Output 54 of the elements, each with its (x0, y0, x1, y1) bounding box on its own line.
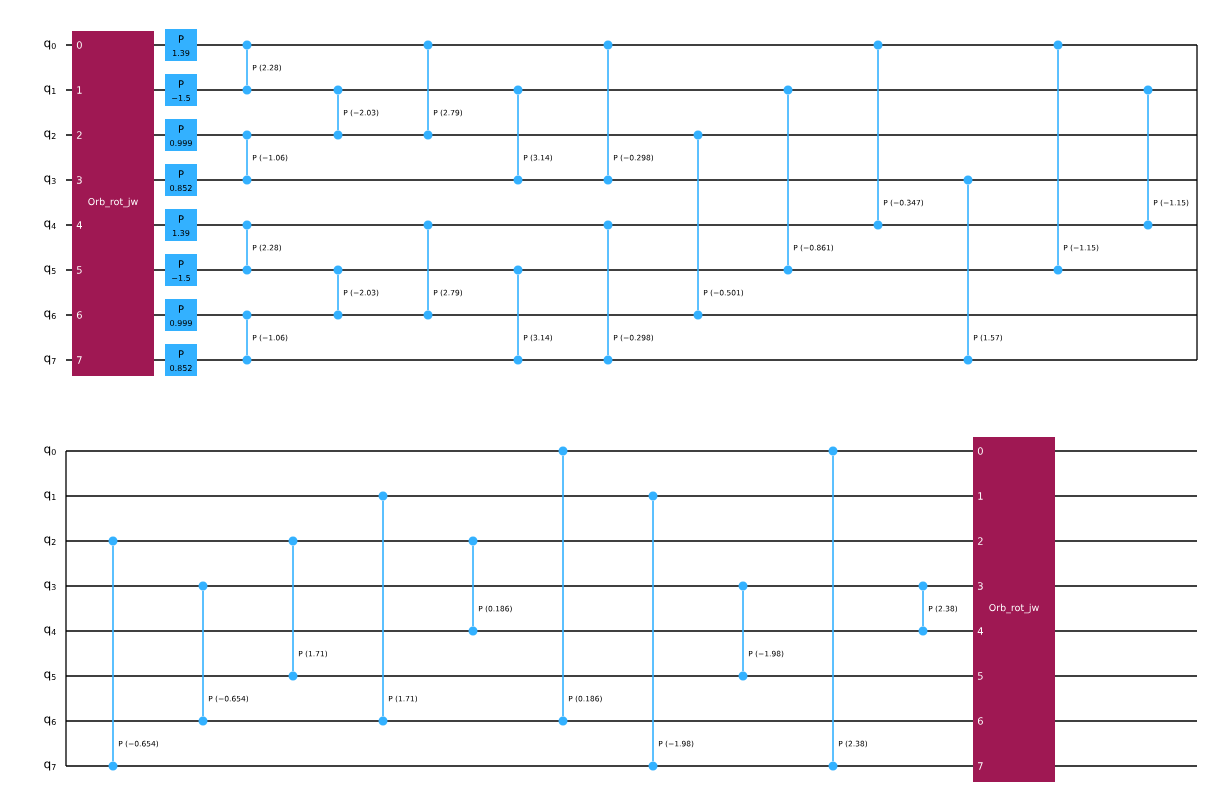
connector-line (517, 273, 519, 357)
connector-line (427, 228, 429, 312)
connector-line (832, 454, 834, 763)
gate-box: P 1.39 (165, 29, 197, 61)
qubit-label: q$_{3}$ (44, 581, 56, 591)
qubit-label: q$_{5}$ (44, 265, 56, 275)
connector-line (1147, 93, 1149, 222)
qubit-label: q$_{2}$ (44, 130, 56, 140)
gate-box: P 0.999 (165, 119, 197, 151)
connector-line (697, 138, 699, 312)
connector-line (246, 228, 248, 267)
connector-line (787, 93, 789, 267)
qubit-label: q$_{0}$ (44, 40, 56, 50)
connector-line (112, 544, 114, 763)
connector-line (517, 93, 519, 177)
connector-line (246, 138, 248, 177)
connector-line (607, 228, 609, 357)
connector-line (337, 93, 339, 132)
connector-line (337, 273, 339, 312)
qubit-label: q$_{1}$ (44, 85, 56, 95)
qubit-label: q$_{4}$ (44, 626, 56, 636)
connector-line (607, 48, 609, 177)
connector-line (1057, 48, 1059, 267)
qubit-label: q$_{0}$ (44, 446, 56, 456)
connector-line (427, 48, 429, 132)
connector-line (877, 48, 879, 222)
qubit-label: q$_{6}$ (44, 716, 56, 726)
connector-line (922, 589, 924, 628)
connector-line (742, 589, 744, 673)
gate-block: 0 1 2 3 Orb_rot_jw 4 5 6 7 (973, 437, 1055, 782)
gate-box: P −1.5 (165, 254, 197, 286)
qubit-label: q$_{4}$ (44, 220, 56, 230)
connector-line (292, 544, 294, 673)
qubit-label: q$_{5}$ (44, 671, 56, 681)
connector-line (202, 589, 204, 718)
qubit-label: q$_{6}$ (44, 310, 56, 320)
connector-line (562, 454, 564, 718)
connector-line (652, 499, 654, 763)
qubit-label: q$_{3}$ (44, 175, 56, 185)
gate-block: 0 1 2 3 Orb_rot_jw 4 5 6 7 (72, 31, 154, 376)
connector-line (967, 183, 969, 357)
gate-box: P 0.999 (165, 299, 197, 331)
qubit-label: q$_{7}$ (44, 355, 56, 365)
qubit-label: q$_{1}$ (44, 491, 56, 501)
connector-line (246, 318, 248, 357)
qubit-label: q$_{2}$ (44, 536, 56, 546)
gate-box: P 1.39 (165, 209, 197, 241)
connector-line (246, 48, 248, 87)
connector-line (472, 544, 474, 628)
gate-box: P 0.852 (165, 164, 197, 196)
gate-box: P 0.852 (165, 344, 197, 376)
qubit-label: q$_{7}$ (44, 761, 56, 771)
connector-line (382, 499, 384, 718)
gate-box: P −1.5 (165, 74, 197, 106)
